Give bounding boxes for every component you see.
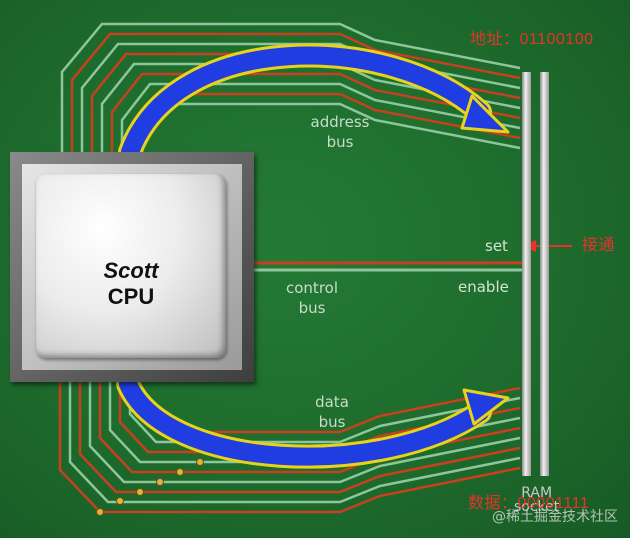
- data-value-annotation: 数据：00001111: [468, 495, 590, 512]
- address-bus-line2: bus: [326, 133, 354, 151]
- control-bus-label: control bus: [272, 278, 352, 318]
- cpu-model: CPU: [107, 284, 155, 309]
- data-flow-arrow: [116, 372, 510, 469]
- cpu-chip: Scott CPU: [10, 152, 254, 382]
- cpu-package: Scott CPU: [22, 164, 242, 370]
- connect-annotation: 接通: [582, 237, 616, 254]
- via-pad: [96, 508, 104, 516]
- via-pad: [116, 497, 124, 505]
- data-bus-label: data bus: [292, 392, 372, 432]
- ram-socket-label: RAM socket: [514, 486, 559, 514]
- data-trace: [58, 382, 521, 514]
- ram-socket-right: [540, 72, 549, 476]
- address-value-annotation: 地址：01100100: [470, 31, 594, 48]
- data-trace: [78, 382, 521, 494]
- ram-label-line2: socket: [514, 499, 560, 515]
- address-trace: [60, 22, 521, 160]
- ram-socket-left: [522, 72, 531, 476]
- data-bus-line1: data: [315, 393, 349, 411]
- via-pad: [196, 458, 204, 466]
- address-trace: [70, 32, 521, 160]
- address-bus-label: address bus: [300, 112, 380, 152]
- via-pad: [176, 468, 184, 476]
- cpu-die: Scott CPU: [36, 174, 226, 358]
- via-pad: [156, 478, 164, 486]
- ram-label-line1: RAM: [521, 485, 553, 501]
- address-bus-line1: address: [310, 113, 370, 131]
- control-bus-line2: bus: [298, 299, 326, 317]
- watermark: @稀土掘金技术社区: [492, 509, 618, 525]
- address-flow-arrow: [118, 43, 510, 164]
- set-signal-label: set: [485, 237, 508, 255]
- cpu-brand: Scott: [103, 258, 159, 283]
- via-pad: [136, 488, 144, 496]
- data-trace: [88, 382, 521, 484]
- address-trace: [120, 82, 521, 160]
- enable-signal-label: enable: [458, 278, 509, 296]
- control-bus-line1: control: [286, 279, 338, 297]
- data-trace: [68, 382, 521, 504]
- data-bus-line2: bus: [318, 413, 346, 431]
